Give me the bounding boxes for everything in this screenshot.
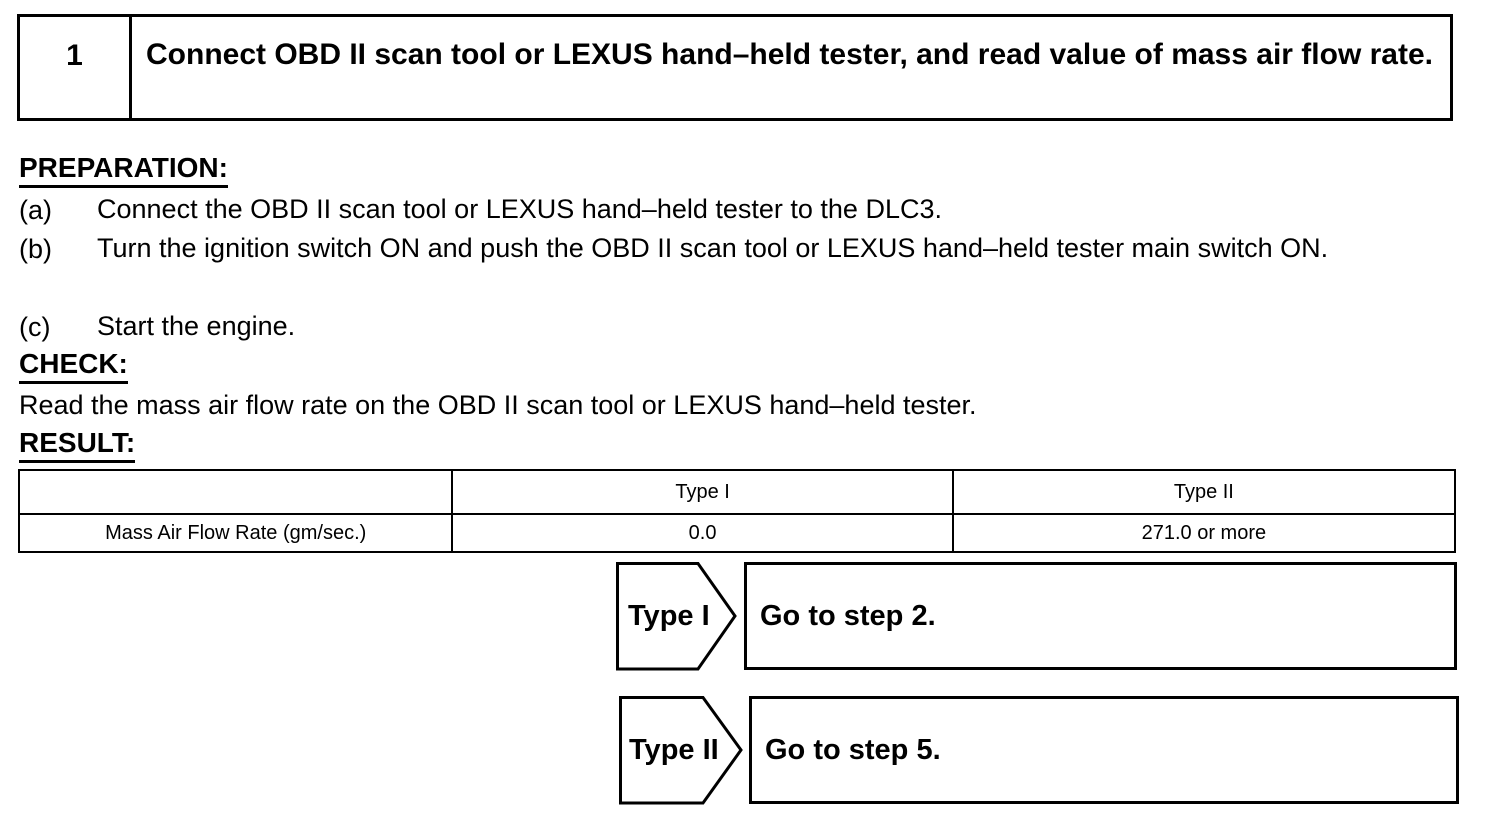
- preparation-item-b: Turn the ignition switch ON and push the…: [97, 233, 1329, 263]
- arrow-tag-shape: [619, 696, 743, 805]
- preparation-marker-c: (c): [19, 312, 51, 342]
- branch-type-i-tag: Type I: [616, 562, 746, 672]
- preparation-heading: PREPARATION:: [19, 152, 228, 188]
- branch-action: Go to step 5.: [765, 734, 941, 766]
- table-header-cell: Type II: [951, 469, 1457, 515]
- preparation-marker-b: (b): [19, 234, 52, 264]
- table-row: Mass Air Flow Rate (gm/sec.) 0.0 271.0 o…: [17, 513, 1457, 553]
- branch-label: Type I: [628, 600, 710, 632]
- step-title: Connect OBD II scan tool or LEXUS hand–h…: [146, 38, 1433, 71]
- arrow-tag-shape: [616, 562, 737, 671]
- step-number: 1: [20, 17, 132, 118]
- branch-action-box: Go to step 5.: [749, 696, 1459, 804]
- check-heading: CHECK:: [19, 348, 128, 384]
- preparation-item-c: Start the engine.: [97, 311, 296, 341]
- step-header: 1 Connect OBD II scan tool or LEXUS hand…: [17, 14, 1453, 121]
- check-text: Read the mass air flow rate on the OBD I…: [19, 390, 977, 420]
- result-table: Type I Type II Mass Air Flow Rate (gm/se…: [17, 469, 1457, 553]
- branch-label: Type II: [629, 734, 719, 766]
- table-header-cell: [17, 469, 454, 515]
- branch-action: Go to step 2.: [760, 600, 936, 632]
- table-header-cell: Type I: [451, 469, 954, 515]
- table-cell: 0.0: [451, 513, 954, 553]
- preparation-item-a: Connect the OBD II scan tool or LEXUS ha…: [97, 194, 942, 224]
- preparation-marker-a: (a): [19, 195, 52, 225]
- result-heading: RESULT:: [19, 427, 136, 463]
- branch-action-box: Go to step 2.: [744, 562, 1457, 670]
- table-header-row: Type I Type II: [17, 469, 1457, 515]
- table-cell: 271.0 or more: [951, 513, 1457, 553]
- branch-type-ii-tag: Type II: [619, 696, 751, 806]
- table-cell: Mass Air Flow Rate (gm/sec.): [17, 513, 454, 553]
